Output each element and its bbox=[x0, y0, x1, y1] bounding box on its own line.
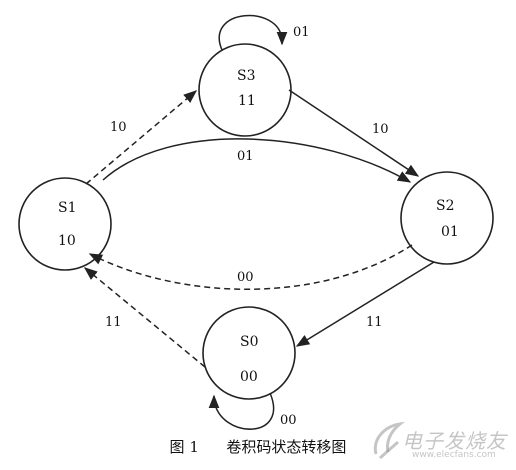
watermark-sub: www.elecfans.com bbox=[412, 450, 496, 460]
watermark-text: 电子发烧友 bbox=[402, 429, 507, 453]
state-s0-circle bbox=[202, 306, 296, 400]
state-s0-name: S0 bbox=[240, 334, 259, 350]
watermark: 电子发烧友 www.elecfans.com bbox=[368, 416, 508, 464]
watermark-logo-icon bbox=[373, 421, 406, 460]
caption-number: 图 1 bbox=[169, 438, 199, 456]
transition-s1-s3 bbox=[85, 90, 198, 185]
transition-s3-s2-label: 10 bbox=[372, 122, 389, 137]
state-s2-output: 01 bbox=[441, 224, 459, 240]
state-s2-name: S2 bbox=[436, 198, 455, 214]
transition-s0-s0-label: 00 bbox=[280, 413, 297, 428]
transition-s0-s0 bbox=[208, 392, 275, 430]
transition-s3-s2 bbox=[288, 89, 420, 177]
transition-s2-s1-label: 00 bbox=[237, 270, 254, 285]
transition-s2-s0 bbox=[295, 261, 435, 347]
transition-s2-s1 bbox=[88, 244, 413, 290]
state-s1-output: 10 bbox=[58, 233, 76, 249]
figure-caption: 图 1 卷积码状态转移图 bbox=[0, 436, 516, 457]
state-s3-name: S3 bbox=[237, 68, 256, 84]
transition-s0-s1 bbox=[83, 267, 206, 368]
state-s2-circle bbox=[400, 171, 494, 265]
state-s1-circle bbox=[18, 177, 112, 271]
transition-s0-s1-label: 11 bbox=[105, 315, 122, 330]
transition-s2-s0-label: 11 bbox=[366, 315, 383, 330]
transition-s3-s3-label: 01 bbox=[293, 25, 310, 40]
caption-text: 卷积码状态转移图 bbox=[226, 438, 347, 456]
transition-s1-s2 bbox=[102, 138, 412, 183]
transition-s3-s3 bbox=[218, 14, 288, 51]
state-s0-output: 00 bbox=[240, 369, 258, 385]
transition-s1-s3-label: 10 bbox=[110, 120, 127, 135]
state-s3-output: 11 bbox=[238, 93, 256, 109]
state-s1-name: S1 bbox=[58, 200, 77, 216]
transition-s1-s2-label: 01 bbox=[237, 149, 254, 164]
state-s3-circle bbox=[198, 43, 292, 137]
